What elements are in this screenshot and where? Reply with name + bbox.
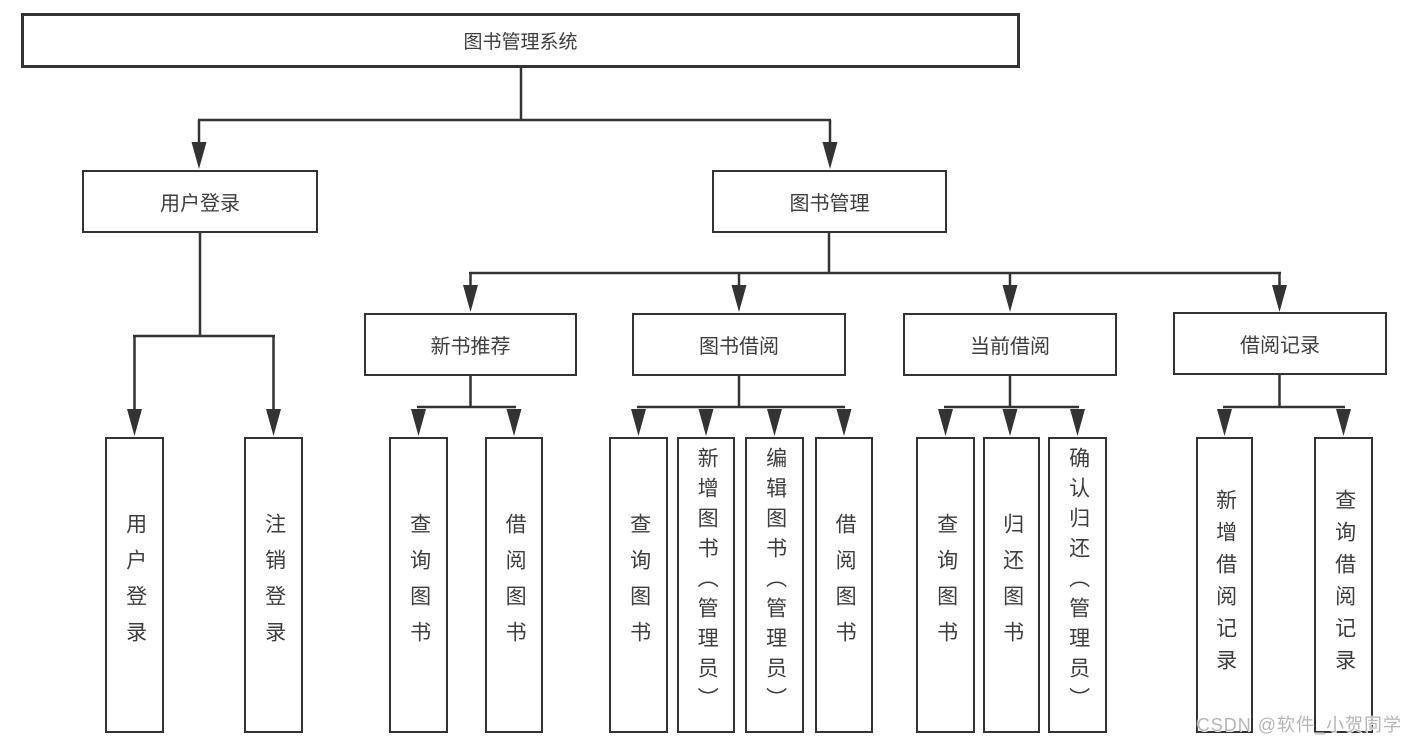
csdn-watermark: CSDN @软件_小贺同学 [1196,715,1402,735]
leaf-bb-borrow-books: 借阅图书 [815,437,873,733]
node-root: 图书管理系统 [21,13,1020,68]
node-borrow-records: 借阅记录 [1173,312,1387,375]
node-borrow-records-label: 借阅记录 [1240,335,1320,357]
node-new-book-recommend: 新书推荐 [364,313,577,376]
node-book-management-label: 图书管理 [789,193,870,215]
node-book-management: 图书管理 [712,170,947,233]
node-book-borrow: 图书借阅 [632,313,846,376]
leaf-nb-query-books: 查询图书 [389,437,448,733]
node-root-label: 图书管理系统 [463,32,578,53]
leaf-cb-confirm-return-admin: 确认归还（管理员） [1048,437,1107,733]
leaf-nb-borrow-books: 借阅图书 [485,437,543,733]
leaf-user-login: 用户登录 [105,437,164,733]
node-current-borrow: 当前借阅 [903,313,1117,376]
node-current-borrow-label: 当前借阅 [970,336,1050,358]
node-user-login-label: 用户登录 [160,193,240,215]
leaf-br-query-record: 查询借阅记录 [1314,437,1373,733]
leaf-bb-edit-book-admin: 编辑图书（管理员） [745,437,804,733]
leaf-br-add-record: 新增借阅记录 [1196,437,1253,733]
node-user-login: 用户登录 [82,170,318,233]
node-new-book-recommend-label: 新书推荐 [430,336,511,358]
leaf-logout: 注销登录 [244,437,303,733]
node-book-borrow-label: 图书借阅 [699,336,779,358]
leaf-cb-return-books: 归还图书 [983,437,1040,733]
leaf-cb-query-books: 查询图书 [916,437,975,733]
leaf-bb-add-book-admin: 新增图书（管理员） [677,437,735,733]
leaf-bb-query-books: 查询图书 [609,437,668,733]
